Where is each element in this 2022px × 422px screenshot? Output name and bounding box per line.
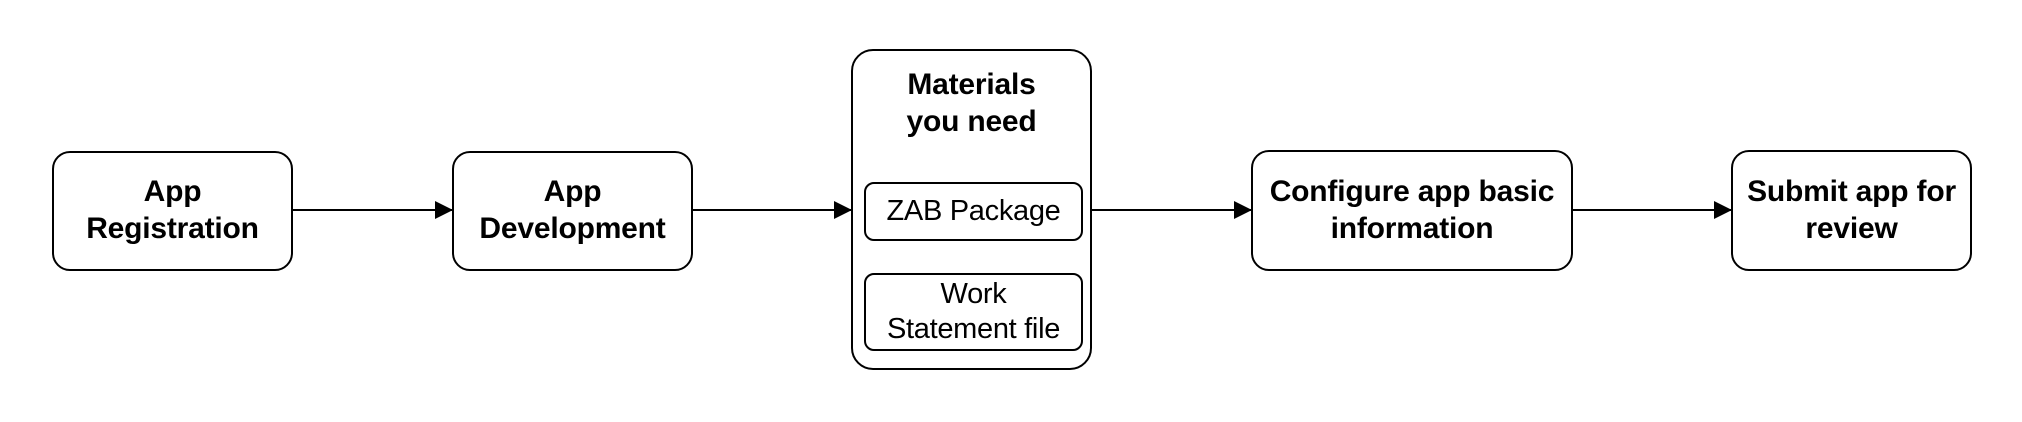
connector-app-development-to-materials [693, 201, 852, 219]
arrowhead-right-icon [435, 201, 453, 219]
arrowhead-right-icon [1234, 201, 1252, 219]
flow-node-materials[interactable]: Materials you need ZAB Package Work Stat… [851, 49, 1092, 370]
material-item-zab-package[interactable]: ZAB Package [864, 182, 1083, 241]
flow-node-app-registration[interactable]: App Registration [52, 151, 293, 271]
flow-node-app-development[interactable]: App Development [452, 151, 693, 271]
flow-node-submit-app-for-review[interactable]: Submit app for review [1731, 150, 1972, 271]
connector-app-registration-to-app-development [293, 201, 453, 219]
flow-node-configure-app-basic-information[interactable]: Configure app basic information [1251, 150, 1573, 271]
materials-title: Materials you need [906, 68, 1037, 138]
connector-materials-to-configure-app [1092, 201, 1252, 219]
connector-configure-app-to-submit-review [1573, 201, 1732, 219]
arrowhead-right-icon [834, 201, 852, 219]
arrowhead-right-icon [1714, 201, 1732, 219]
material-item-work-statement-file[interactable]: Work Statement file [864, 273, 1083, 351]
